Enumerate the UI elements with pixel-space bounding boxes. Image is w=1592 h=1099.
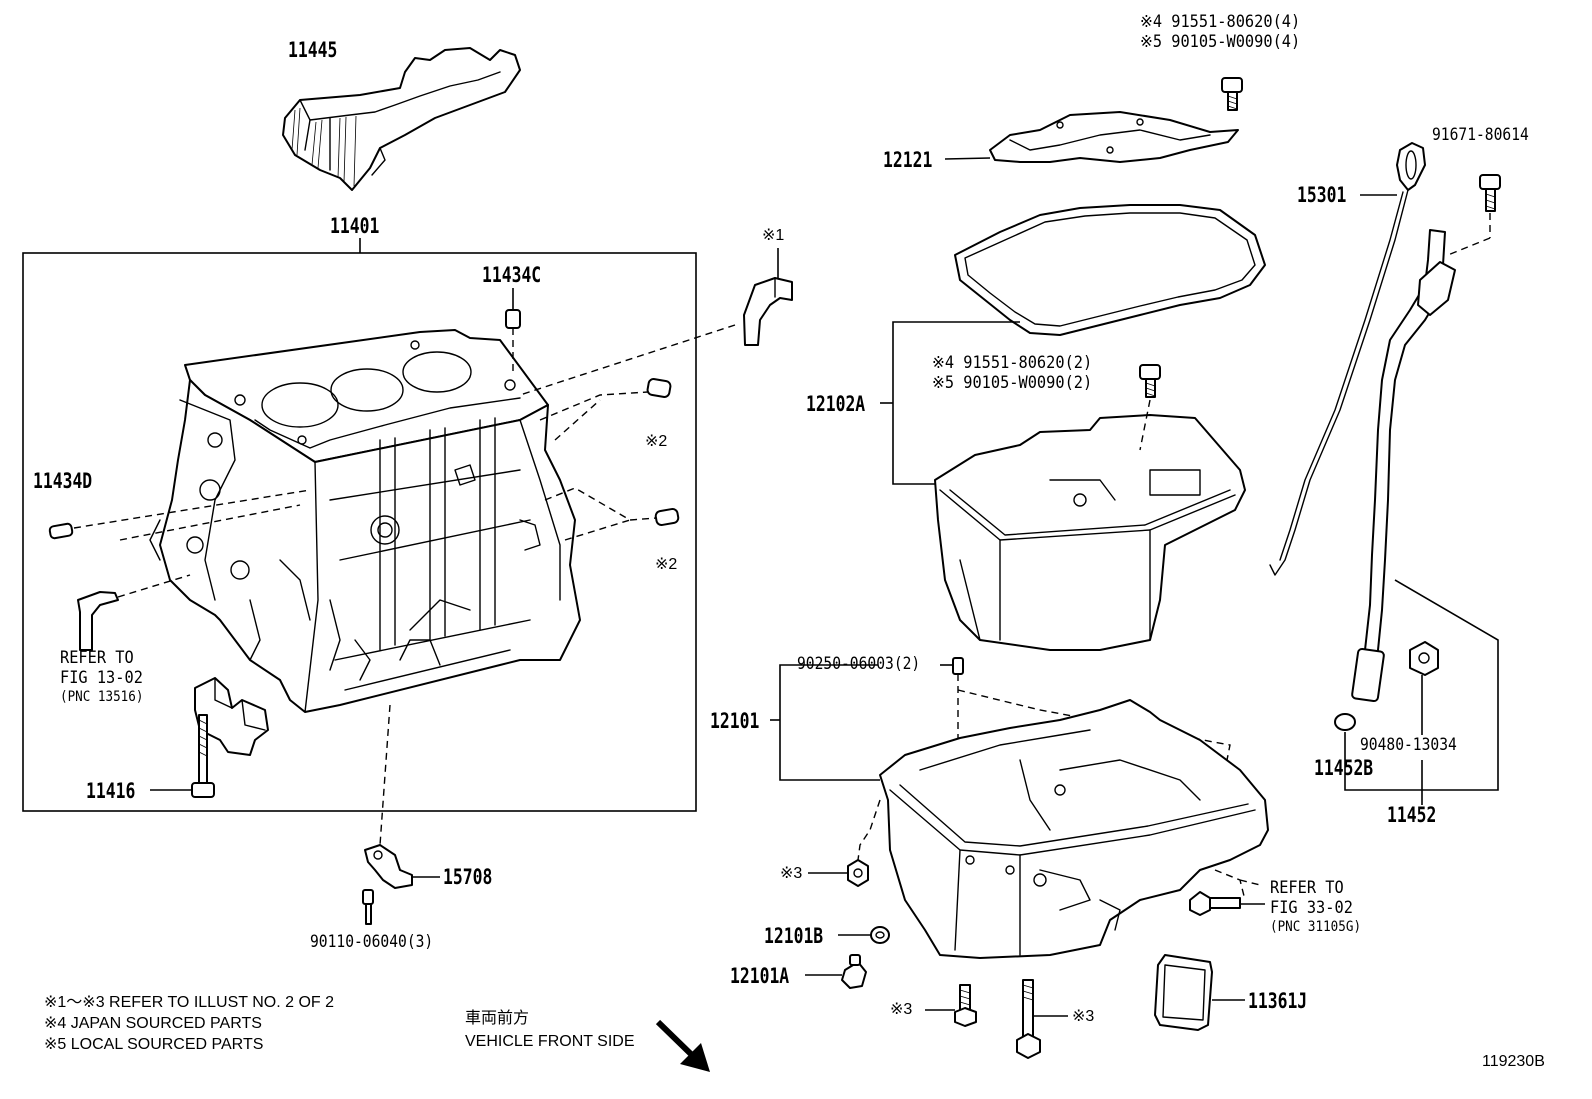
nut-left-drawing [808,859,869,887]
oil-jet-15708-drawing [362,844,440,925]
plug-90480-drawing [1409,641,1439,676]
part-label-12121: 12121 [883,148,933,172]
top-bolt-spec-line2: ※5 90105-W0090(4) [1140,32,1301,52]
refer-right-line3: (PNC 31105G) [1270,919,1362,935]
refer-right-line2: FIG 33-02 [1270,898,1353,918]
pin-11434d-drawing [48,522,74,540]
refer-right-line1: REFER TO [1270,878,1344,898]
top-bolt-spec: ※4 91551-80620(4) ※5 90105-W0090(4) [1140,12,1318,52]
part-label-12101a: 12101A [730,964,790,988]
stud-bottom-left-drawing [925,984,977,1027]
part-label-90250: 90250-06003(2) [797,654,921,674]
part-label-15708: 15708 [443,865,493,889]
part-label-11452b: 11452B [1314,756,1374,780]
pan-bolt-spec-line1: ※4 91551-80620(2) [932,353,1093,373]
refer-left-line1: REFER TO [60,648,134,668]
part-label-11452: 11452 [1387,803,1437,827]
part-label-12101: 12101 [710,709,760,733]
bearing-cap-11416-drawing [150,677,269,798]
figure-id: 119230B [1482,1053,1545,1070]
drain-plug-12101a-drawing [805,954,867,989]
marker-3-nut: ※3 [780,865,803,882]
part-label-12102a: 12102A [806,392,866,416]
footnote-japan: ※4 JAPAN SOURCED PARTS [44,1015,262,1032]
marker-2-lower: ※2 [655,556,678,573]
bolt-91671-drawing [1447,174,1501,256]
baffle-plate-12121-drawing [944,111,1239,163]
oil-pan-upper-drawing [879,699,1269,959]
part-label-15301: 15301 [1297,183,1347,207]
o-ring-11452b-drawing [1334,713,1356,731]
part-label-91671: 91671-80614 [1432,125,1529,145]
pan-bolt-spec: ※4 91551-80620(2) ※5 90105-W0090(2) [932,353,1110,393]
marker-1: ※1 [762,227,785,244]
cylinder-block-drawing [149,329,581,713]
dowel-11434c-drawing [505,309,521,329]
part-label-90480: 90480-13034 [1360,735,1457,755]
dipstick-guide-drawing [1351,229,1456,703]
dipstick-15301-drawing [1269,142,1426,576]
marker-3-stud: ※3 [890,1001,913,1018]
marker-2-upper: ※2 [645,433,668,450]
bolt-top-drawing [1221,77,1243,111]
vehicle-front-jp: 車両前方 [465,1010,530,1027]
sleeve-upper-drawing [646,378,672,398]
pan-bolt-spec-line2: ※5 90105-W0090(2) [932,373,1093,393]
part-label-11445: 11445 [288,38,338,62]
water-pipe-drawing [77,591,119,651]
refer-fig-33-02: REFER TO FIG 33-02 (PNC 31105G) [1270,878,1371,937]
part-label-90110: 90110-06040(3) [310,932,434,952]
part-label-11434c: 11434C [482,263,542,287]
footnote-local: ※5 LOCAL SOURCED PARTS [44,1036,264,1053]
gasket-12102a-drawing [954,204,1266,336]
bolt-right-drawing [1189,891,1265,916]
cover-plate-11361j-drawing [1154,954,1245,1031]
part-label-11401: 11401 [330,214,380,238]
top-bolt-spec-line1: ※4 91551-80620(4) [1140,12,1301,32]
part-label-11416: 11416 [86,779,136,803]
bolt-pan-drawing [1139,364,1161,451]
part-label-12101b: 12101B [764,924,824,948]
refer-left-line3: (PNC 13516) [60,689,144,705]
stud-90250-drawing [952,657,964,675]
refer-fig-13-02: REFER TO FIG 13-02 (PNC 13516) [60,648,153,707]
oil-pan-lower-drawing [934,414,1246,651]
marker-3-bolt: ※3 [1072,1008,1095,1025]
footnote-refer: ※1～※3 REFER TO ILLUST NO. 2 OF 2 [44,994,335,1011]
bolt-long-drawing [1016,979,1068,1059]
arrow-down-right-icon [655,1019,710,1072]
sleeve-lower-drawing [654,507,680,527]
bearing-cap-drawing [743,248,793,346]
washer-12101b-drawing [870,926,890,944]
vehicle-front-en: VEHICLE FRONT SIDE [465,1033,635,1050]
part-label-11361j: 11361J [1248,989,1308,1013]
cylinder-block-cover-drawing [282,47,521,191]
part-label-11434d: 11434D [33,469,93,493]
refer-left-line2: FIG 13-02 [60,668,143,688]
